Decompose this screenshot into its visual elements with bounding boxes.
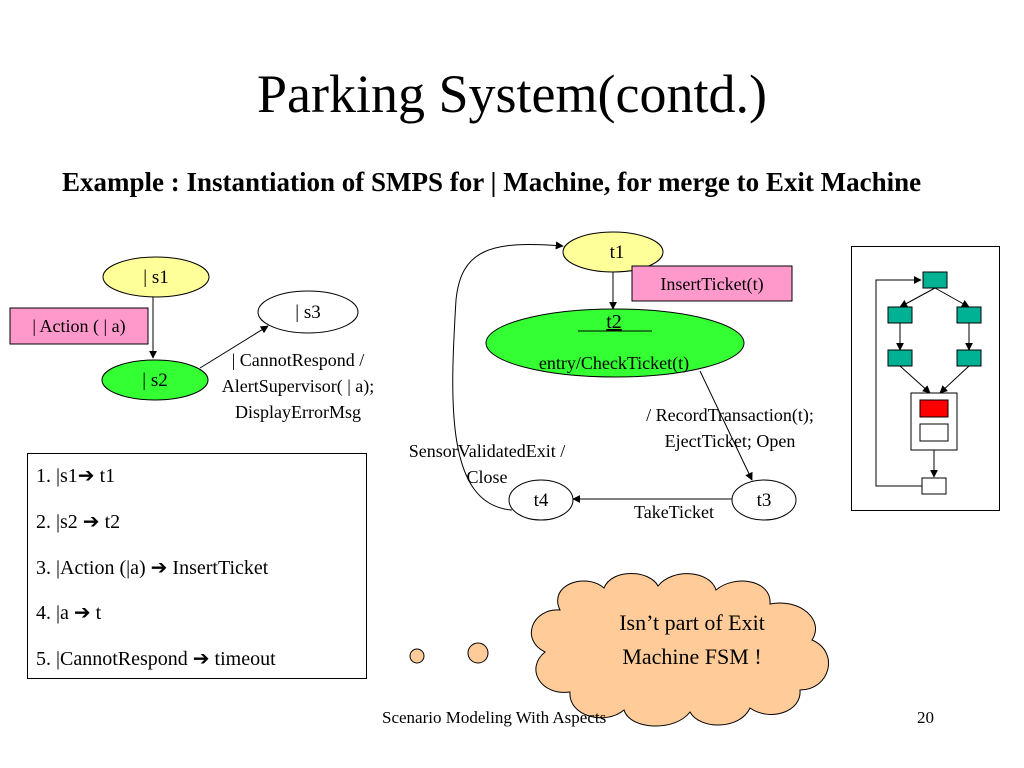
- arrow-right-icon: ➔: [150, 557, 168, 579]
- transition-s2-s3: [199, 325, 269, 369]
- slide-title: Parking System(contd.): [257, 64, 767, 124]
- transition-t2-t3: [699, 370, 753, 481]
- footer-title: Scenario Modeling With Aspects: [382, 708, 607, 727]
- mapping-item-4: 4. |a ➔ t: [36, 602, 102, 624]
- mapping-list: 1. |s1➔ t1 2. |s2 ➔ t2 3. |Action (|a) ➔…: [27, 453, 367, 679]
- thumbnail-flow-diagram: [875, 271, 982, 495]
- thought-dot-large: [467, 642, 489, 664]
- state-s1-label: | s1: [143, 267, 168, 288]
- transition-t4-t1: [452, 241, 564, 511]
- state-t2-entry: entry/CheckTicket(t): [539, 353, 689, 374]
- state-t3: [731, 479, 797, 521]
- mapping-item-3: 3. |Action (|a) ➔ InsertTicket: [36, 557, 269, 579]
- arrow-right-icon: ➔: [192, 648, 210, 670]
- state-t1-label: t1: [610, 242, 625, 263]
- action-label-box: [9, 307, 149, 345]
- mapping-item-1: 1. |s1➔ t1: [36, 465, 116, 487]
- callout-line1: Isn’t part of Exit: [619, 610, 765, 635]
- state-s3-label: | s3: [295, 302, 320, 323]
- mapping-item-2: 2. |s2 ➔ t2: [36, 511, 121, 533]
- right-state-machine: t1 InsertTicket(t) t2 entry/CheckTicket(…: [409, 231, 814, 522]
- sensor-label-line1: SensorValidatedExit /: [409, 441, 565, 461]
- transition-label-line2: AlertSupervisor( | a);: [222, 376, 375, 397]
- arrow-right-icon: ➔: [82, 511, 100, 533]
- thumbnail-frame: [851, 246, 1000, 511]
- insert-ticket-label: InsertTicket(t): [660, 274, 763, 295]
- mapping-item-5: 5. |CannotRespond ➔ timeout: [36, 648, 276, 670]
- callout-line2: Machine FSM !: [622, 644, 761, 669]
- arrow-right-icon: ➔: [73, 602, 91, 624]
- state-t2-label: t2: [606, 311, 622, 333]
- state-t4-label: t4: [534, 490, 549, 511]
- insert-ticket-box: [631, 265, 793, 302]
- thumbnail-node-white: [919, 423, 949, 442]
- record-label-line1: / RecordTransaction(t);: [646, 405, 814, 426]
- thought-bubbles: [357, 642, 489, 664]
- sensor-label-line2: Close: [466, 467, 507, 487]
- state-t3-label: t3: [757, 490, 772, 511]
- thumbnail-node-red: [919, 399, 949, 418]
- state-t2: [485, 308, 745, 378]
- state-s3: [257, 290, 359, 334]
- state-s1: [102, 256, 210, 298]
- state-t4: [508, 479, 574, 521]
- state-s2: [101, 359, 209, 401]
- action-label: | Action ( | a): [32, 316, 125, 337]
- thought-dot-medium: [409, 648, 425, 664]
- transition-label-line3: DisplayErrorMsg: [235, 402, 361, 422]
- transition-label-line1: | CannotRespond /: [232, 350, 365, 370]
- state-s2-label: | s2: [142, 370, 167, 391]
- left-state-machine: | s1 | Action ( | a) | s2 | s3 | CannotR…: [9, 256, 375, 422]
- record-label-line2: EjectTicket; Open: [665, 431, 796, 451]
- slide-subtitle: Example : Instantiation of SMPS for | Ma…: [62, 167, 922, 197]
- arrow-right-icon: ➔: [77, 465, 95, 487]
- take-ticket-label: TakeTicket: [634, 502, 714, 522]
- callout-cloud: Isn’t part of Exit Machine FSM !: [530, 573, 830, 727]
- page-number: 20: [917, 708, 934, 727]
